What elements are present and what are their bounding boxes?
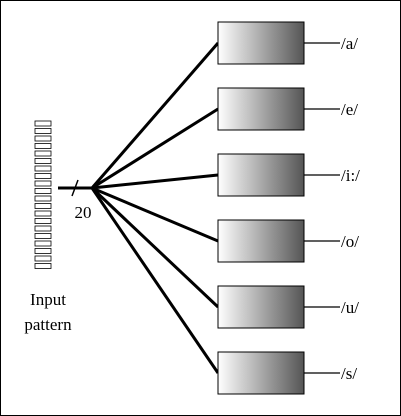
- input-pattern-bar: [34, 180, 52, 187]
- input-pattern-bar: [34, 188, 52, 194]
- input-pattern-bar: [34, 150, 52, 157]
- input-pattern-bar: [34, 195, 52, 202]
- input-pattern-bar: [34, 165, 52, 172]
- input-pattern-bar: [34, 255, 52, 262]
- input-pattern-stack: [34, 120, 52, 269]
- input-pattern-bar: [34, 225, 52, 232]
- input-pattern-bar: [34, 143, 52, 149]
- connection-line: [90, 186, 220, 309]
- connection-line: [91, 173, 219, 190]
- input-label-line2: pattern: [24, 315, 72, 334]
- input-pattern-bar: [34, 248, 52, 254]
- output-unit-box: [217, 87, 305, 131]
- output-unit-box: [217, 21, 305, 65]
- connection-line: [90, 42, 220, 189]
- connection-line: [91, 107, 219, 190]
- input-pattern-bar: [34, 120, 52, 127]
- output-label: /e/: [341, 100, 358, 119]
- input-pattern-bar: [34, 263, 52, 269]
- output-label: /u/: [341, 298, 359, 317]
- input-pattern-bar: [34, 173, 52, 179]
- input-pattern-bar: [34, 128, 52, 134]
- output-label: /i:/: [341, 166, 360, 185]
- input-pattern-bar: [34, 203, 52, 209]
- connection-line: [91, 186, 219, 243]
- input-pattern-bar: [34, 233, 52, 239]
- output-unit-box: [217, 153, 305, 197]
- output-label: /o/: [341, 232, 359, 251]
- input-pattern-bar: [34, 218, 52, 224]
- output-label: /s/: [341, 364, 357, 383]
- input-label-line1: Input: [30, 290, 66, 309]
- bus-width-slash: [71, 179, 79, 197]
- fan-out-connections: [90, 42, 220, 374]
- input-pattern-bar: [34, 158, 52, 164]
- input-pattern-bar: [34, 135, 52, 142]
- output-unit-box: [217, 285, 305, 329]
- output-units: /a/ /e/ /i:/ /o/ /u/ /s/: [217, 21, 360, 395]
- output-unit-box: [217, 219, 305, 263]
- output-label: /a/: [341, 34, 358, 53]
- output-unit-box: [217, 351, 305, 395]
- connection-line: [90, 187, 220, 374]
- input-pattern-bar: [34, 210, 52, 217]
- input-pattern-bar: [34, 240, 52, 247]
- bus-width-label: 20: [75, 203, 92, 222]
